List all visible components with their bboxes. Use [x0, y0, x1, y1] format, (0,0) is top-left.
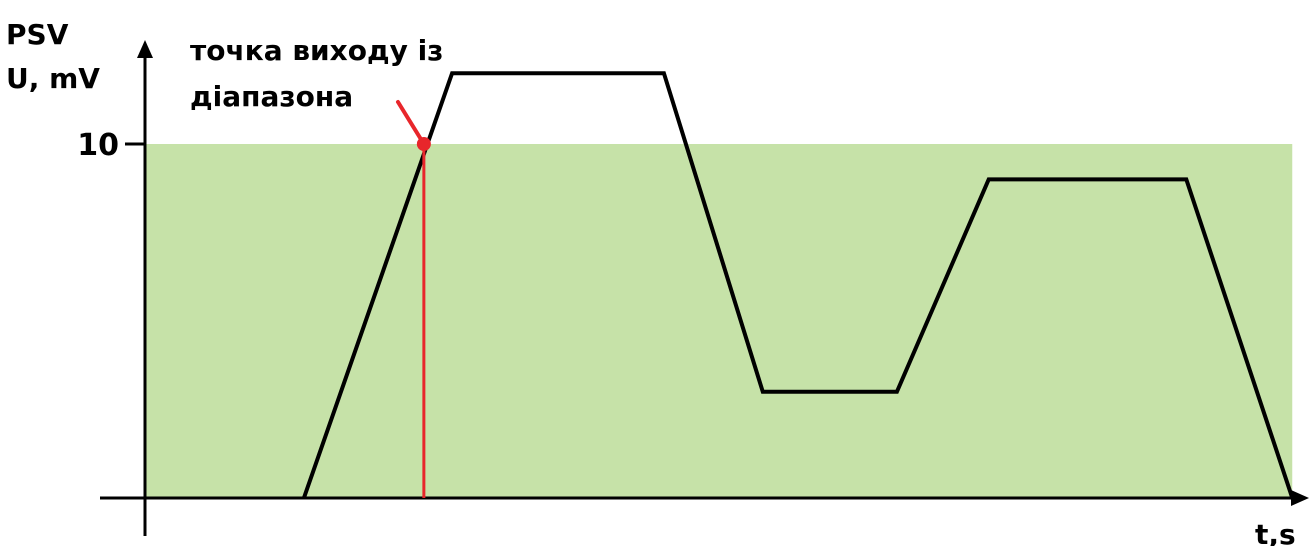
y-axis-arrow-icon	[137, 40, 153, 58]
y-axis-label-psv: PSV	[6, 18, 69, 51]
exit-point-marker	[416, 137, 431, 151]
annotation-text-line2: діапазона	[190, 80, 353, 113]
y-axis-label-unit: U, mV	[6, 62, 100, 95]
series-line	[302, 71, 1295, 499]
annotation-pointer	[396, 100, 426, 146]
range-band	[145, 144, 1293, 498]
y-tick-label: 10	[77, 128, 119, 163]
y-ticks: 10	[77, 128, 145, 163]
x-axis-label: t,s	[1255, 518, 1296, 546]
x-axis-arrow-icon	[1291, 490, 1309, 506]
annotation-text-line1: точка виходу із	[190, 34, 443, 67]
